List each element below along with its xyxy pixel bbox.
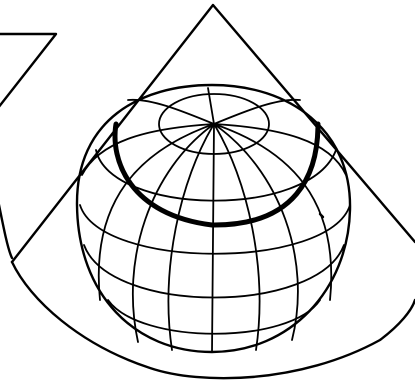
meridian-line	[128, 100, 214, 124]
meridian-line	[214, 100, 300, 124]
globe	[77, 85, 350, 352]
meridian-line	[214, 124, 260, 350]
left-cone-fragment	[0, 34, 56, 258]
meridian-line	[212, 124, 214, 352]
left-cone-top-edge	[0, 34, 56, 108]
meridian-line	[133, 124, 214, 342]
left-cone-side-edge	[0, 200, 12, 258]
parallel-line	[80, 205, 350, 254]
meridian-line	[168, 124, 214, 350]
small-mark	[320, 214, 323, 217]
meridian-line	[214, 124, 298, 340]
standard-parallel	[115, 124, 318, 225]
